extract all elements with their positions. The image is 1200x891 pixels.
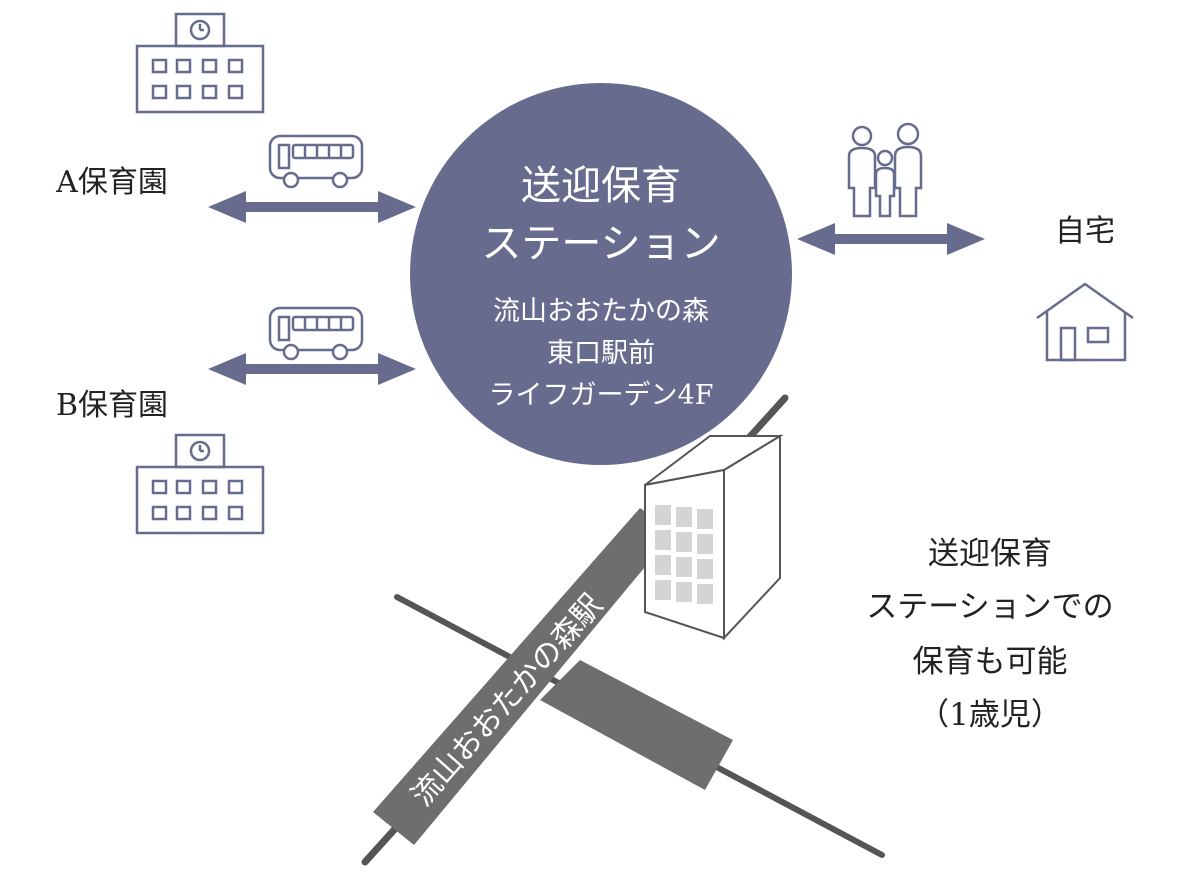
school-building-icon: [135, 433, 265, 535]
house-icon: [1036, 282, 1134, 362]
a-nursery-label: A保育園: [55, 165, 168, 200]
arrows: [208, 191, 985, 385]
building-windows: [655, 505, 713, 604]
side-note-line1: 送迎保育: [928, 536, 1052, 572]
side-note: 送迎保育 ステーションでの 保育も可能 （1歳児）: [866, 536, 1113, 733]
hub-station: 送迎保育 ステーション 流山おおたかの森 東口駅前 ライフガーデン4F: [410, 83, 792, 465]
hub-sub-line2: 東口駅前: [547, 338, 655, 369]
bus-icon: [268, 306, 364, 361]
platform-cross-bar: [540, 660, 733, 790]
office-building-icon: [644, 434, 784, 641]
family-icon: [847, 122, 923, 218]
side-note-line2: ステーションでの: [866, 589, 1113, 625]
side-note-line3: 保育も可能: [913, 644, 1068, 680]
hub-circle: [410, 83, 792, 465]
hub-sub-line1: 流山おおたかの森: [493, 296, 709, 327]
hub-title-line2: ステーション: [481, 221, 720, 267]
school-building-icon: [135, 12, 265, 114]
arrow-b-nursery: [208, 353, 416, 385]
hub-title-line1: 送迎保育: [521, 163, 681, 209]
hub-sub-line3: ライフガーデン4F: [489, 380, 714, 411]
arrow-home: [797, 223, 985, 255]
side-note-line4: （1歳児）: [918, 697, 1062, 733]
home-label: 自宅: [1055, 214, 1115, 249]
arrow-a-nursery: [208, 191, 416, 223]
b-nursery-label: B保育園: [56, 388, 168, 423]
platform-main-bar: [373, 508, 674, 845]
bus-icon: [268, 134, 364, 189]
